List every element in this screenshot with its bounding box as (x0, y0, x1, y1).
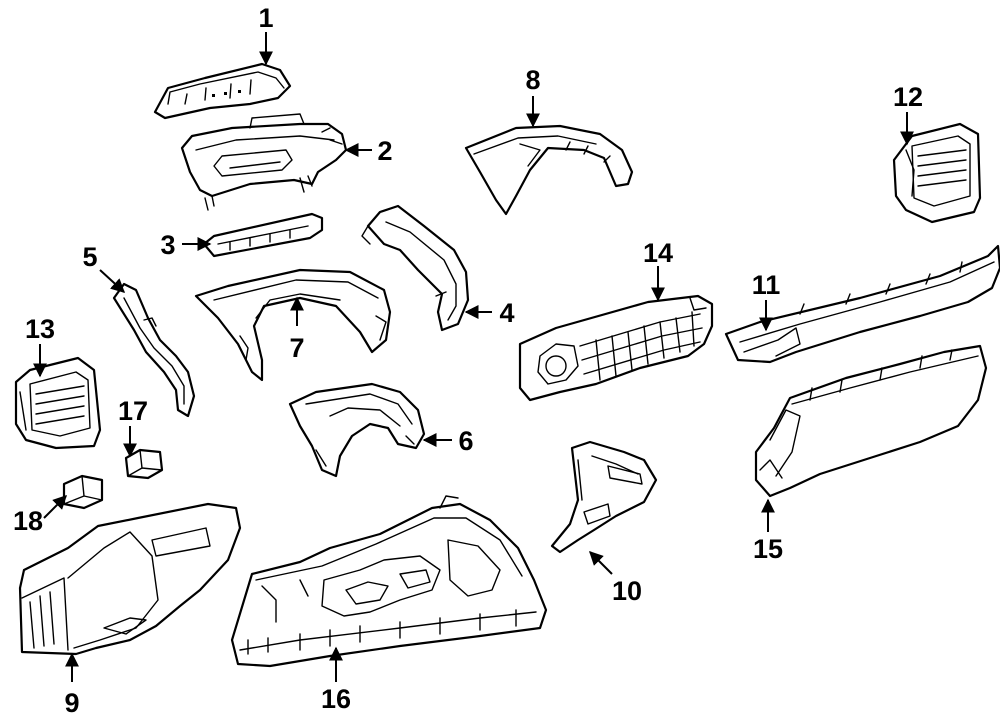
callout-13: 13 (25, 314, 55, 344)
callout-5: 5 (82, 242, 97, 272)
callout-18: 18 (13, 506, 43, 536)
part-2 (180, 113, 348, 211)
callout-4: 4 (499, 298, 514, 328)
leader-18 (43, 495, 67, 519)
callout-17: 17 (118, 396, 148, 426)
part-12 (892, 122, 982, 224)
leader-10 (589, 551, 613, 575)
callout-9: 9 (64, 688, 79, 718)
part-8 (464, 124, 634, 216)
part-4 (361, 204, 470, 332)
callout-3: 3 (160, 230, 175, 260)
part-7 (194, 268, 392, 382)
callout-15: 15 (753, 534, 783, 564)
callout-10: 10 (612, 576, 642, 606)
part-3 (202, 212, 324, 258)
part-6 (288, 382, 426, 478)
leader-lines (33, 32, 914, 682)
leader-5 (99, 269, 126, 293)
callout-6: 6 (458, 426, 473, 456)
callout-12: 12 (893, 82, 923, 112)
part-15 (754, 344, 988, 498)
part-10 (550, 440, 658, 554)
part-14 (518, 294, 714, 402)
part-11 (724, 244, 1000, 364)
callout-numbers: 1 2 3 4 5 6 7 8 9 10 11 12 13 14 15 16 1… (13, 3, 923, 718)
part-16 (230, 495, 548, 668)
part-18 (62, 474, 104, 510)
callout-1: 1 (258, 3, 273, 33)
callout-11: 11 (752, 270, 781, 300)
part-13 (14, 356, 102, 450)
callout-14: 14 (643, 238, 673, 268)
callout-16: 16 (321, 684, 351, 714)
part-1 (153, 62, 292, 120)
callout-7: 7 (289, 333, 304, 363)
callout-2: 2 (377, 136, 392, 166)
part-5 (112, 282, 196, 418)
part-9 (18, 502, 242, 656)
callout-8: 8 (525, 65, 540, 95)
part-17 (124, 448, 164, 480)
